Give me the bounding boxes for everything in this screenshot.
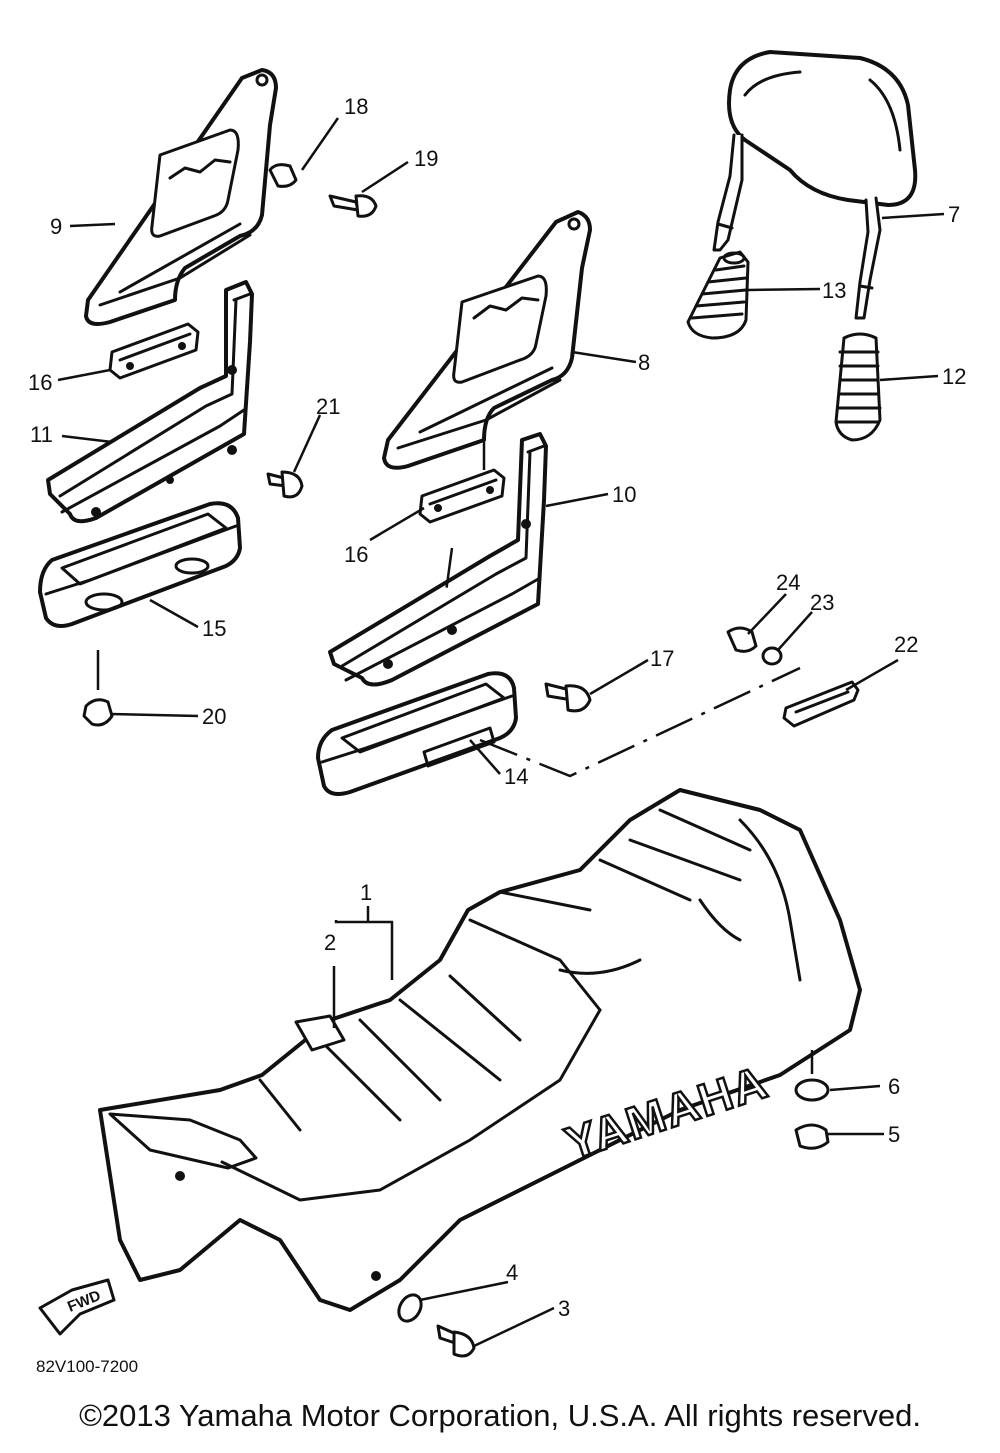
washer-23 bbox=[761, 646, 783, 666]
callout-2: 2 bbox=[324, 930, 336, 955]
armrest-pad-right bbox=[316, 671, 518, 796]
diagram-code: 82V100-7200 bbox=[36, 1357, 138, 1376]
callout-9: 9 bbox=[50, 214, 62, 239]
callout-22: 22 bbox=[894, 632, 918, 657]
side-panel-right bbox=[382, 210, 592, 470]
collar bbox=[268, 163, 298, 188]
bolt-21 bbox=[266, 470, 304, 499]
callout-12: 12 bbox=[942, 364, 966, 389]
callout-21: 21 bbox=[316, 394, 340, 419]
leader-lines bbox=[57, 117, 945, 1348]
callout-16-right: 16 bbox=[344, 542, 368, 567]
damper-5 bbox=[794, 1123, 830, 1150]
bolt-17 bbox=[544, 682, 592, 713]
callout-17: 17 bbox=[650, 646, 674, 671]
callout-14: 14 bbox=[504, 764, 528, 789]
rubber-boot-12 bbox=[834, 332, 882, 442]
callout-15: 15 bbox=[202, 616, 226, 641]
fwd-arrow-icon: FWD bbox=[38, 1278, 116, 1336]
callout-labels: 1 2 3 4 5 6 7 8 9 10 11 12 13 14 15 16 1… bbox=[28, 94, 966, 1321]
callout-19: 19 bbox=[414, 146, 438, 171]
bolt-19 bbox=[328, 194, 378, 218]
copyright-notice: ©2013 Yamaha Motor Corporation, U.S.A. A… bbox=[79, 1398, 921, 1433]
seat-assembly: YAMAHA bbox=[98, 788, 862, 1312]
side-panel-left bbox=[84, 68, 278, 326]
callout-10: 10 bbox=[612, 482, 636, 507]
callout-8: 8 bbox=[638, 350, 650, 375]
washer-4 bbox=[397, 1293, 423, 1323]
bracket-left bbox=[46, 280, 254, 524]
rubber-boot-13 bbox=[686, 250, 750, 340]
armrest-pad-left bbox=[38, 501, 242, 628]
bracket-right bbox=[328, 432, 548, 687]
callout-6: 6 bbox=[888, 1074, 900, 1099]
callout-7: 7 bbox=[948, 202, 960, 227]
callout-18: 18 bbox=[344, 94, 368, 119]
callout-4: 4 bbox=[506, 1260, 518, 1285]
callout-16-left: 16 bbox=[28, 370, 52, 395]
callout-13: 13 bbox=[822, 278, 846, 303]
bolt-3 bbox=[436, 1324, 476, 1358]
clip-20 bbox=[82, 698, 114, 727]
callout-1: 1 bbox=[360, 880, 372, 905]
backrest bbox=[712, 50, 918, 320]
spacer-16-right bbox=[418, 468, 506, 524]
spacer-16-left bbox=[108, 322, 200, 380]
callout-5: 5 bbox=[888, 1122, 900, 1147]
callout-24: 24 bbox=[776, 570, 800, 595]
grommet-6 bbox=[794, 1078, 830, 1102]
callout-3: 3 bbox=[558, 1296, 570, 1321]
callout-11: 11 bbox=[30, 422, 53, 447]
callout-23: 23 bbox=[810, 590, 834, 615]
cover-22 bbox=[782, 680, 860, 728]
callout-20: 20 bbox=[202, 704, 226, 729]
